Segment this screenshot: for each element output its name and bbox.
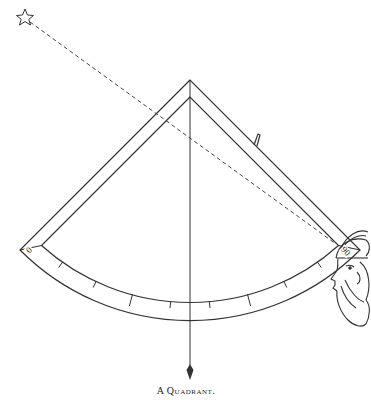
scale-tick: [93, 281, 96, 287]
sight-vane: [254, 134, 260, 146]
scale-tick: [284, 281, 287, 287]
figure-caption: A Quadrant.: [157, 386, 216, 396]
scale-number: 0: [24, 245, 35, 256]
scale-tick: [209, 301, 211, 308]
plumb-line: [190, 80, 191, 365]
scale-tick: [317, 262, 321, 268]
scale-tick: [129, 294, 132, 306]
plumb-bob: [187, 364, 194, 380]
observer-head: [331, 231, 369, 326]
scale-tick: [25, 237, 34, 246]
scale-tick: [170, 301, 172, 308]
scale-tick: [59, 262, 63, 268]
scale-tick: [248, 294, 251, 306]
